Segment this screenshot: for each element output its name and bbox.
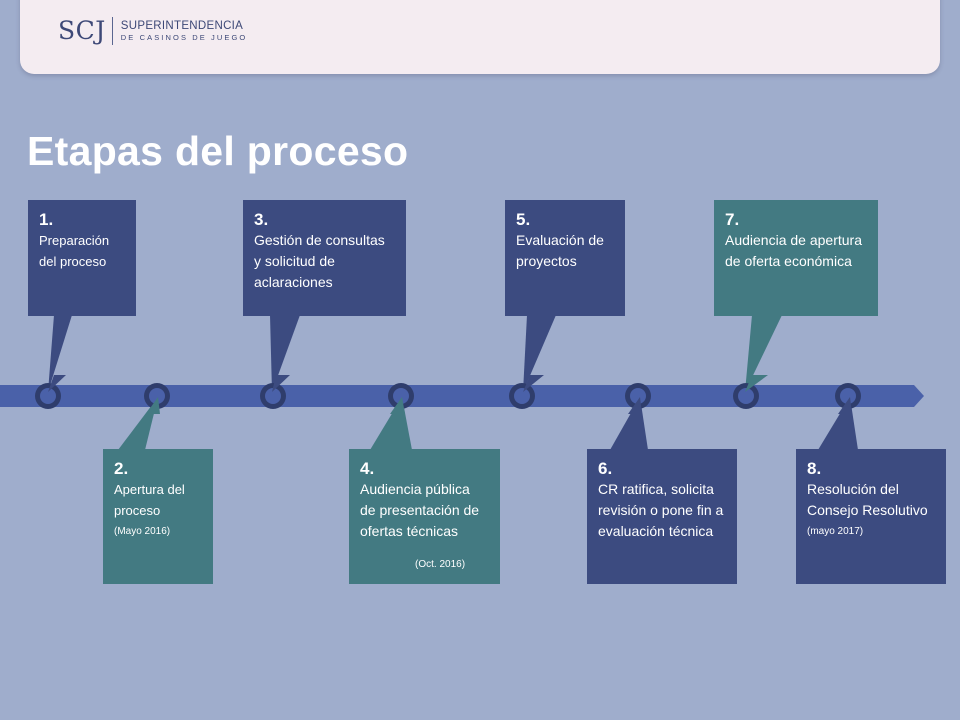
callout-pointer-2	[118, 397, 158, 450]
stage-number: 7.	[725, 210, 740, 229]
stage-text: Apertura del proceso	[114, 482, 185, 518]
logo-line1: SUPERINTENDENCIA	[120, 19, 244, 32]
stage-card-1: 1. Preparación del proceso	[28, 200, 136, 316]
timeline-node-7	[733, 383, 759, 409]
stage-number: 6.	[598, 459, 613, 478]
stage-card-7: 7. Audiencia de apertura de oferta econó…	[714, 200, 878, 316]
stage-text: Audiencia de apertura de oferta económic…	[725, 232, 862, 269]
callout-tip-7	[745, 375, 768, 392]
logo-line2: DE CASINOS DE JUEGO	[120, 32, 248, 42]
stage-text: Evaluación de proyectos	[516, 232, 604, 269]
callout-pointer-1	[48, 315, 72, 392]
callout-tip-3	[272, 375, 290, 392]
stage-number: 8.	[807, 459, 822, 478]
callout-pointer-3	[270, 315, 300, 392]
stage-card-2: 2. Apertura del proceso (Mayo 2016)	[103, 449, 213, 584]
timeline-node-3	[260, 383, 286, 409]
stage-card-8: 8. Resolución del Consejo Resolutivo (ma…	[796, 449, 946, 584]
stage-card-3: 3. Gestión de consultas y solicitud de a…	[243, 200, 406, 316]
header-bar: SCJ SUPERINTENDENCIA DE CASINOS DE JUEGO	[20, 0, 940, 74]
logo-text: SUPERINTENDENCIA DE CASINOS DE JUEGO	[121, 20, 248, 43]
logo-mark: SCJ	[58, 16, 106, 45]
stage-text: CR ratifica, solicita revisión o pone fi…	[598, 481, 724, 539]
stage-number: 4.	[360, 459, 375, 478]
callout-pointer-7	[745, 315, 782, 392]
callout-tip-8	[838, 397, 852, 414]
logo: SCJ SUPERINTENDENCIA DE CASINOS DE JUEGO	[58, 17, 247, 45]
callout-tip-6	[628, 397, 642, 414]
timeline-arrow	[0, 385, 924, 407]
stage-number: 2.	[114, 459, 129, 478]
logo-divider	[111, 17, 113, 45]
callout-tip-5	[523, 375, 544, 392]
callout-tip-2	[146, 397, 160, 414]
page-title: Etapas del proceso	[27, 128, 409, 174]
stage-text: Audiencia pública de presentación de ofe…	[360, 481, 480, 539]
callout-tip-1	[48, 375, 66, 392]
timeline-node-4	[388, 383, 414, 409]
timeline-node-2	[144, 383, 170, 409]
stage-card-5: 5. Evaluación de proyectos	[505, 200, 625, 316]
callout-pointer-5	[523, 315, 556, 392]
stage-number: 1.	[39, 210, 54, 229]
stage-text: Gestión de consultas y solicitud de acla…	[254, 232, 385, 290]
stage-note: (Mayo 2016)	[114, 526, 171, 537]
timeline-node-6	[625, 383, 651, 409]
stage-number: 3.	[254, 210, 269, 229]
stage-note: (mayo 2017)	[807, 526, 864, 537]
timeline-node-1	[35, 383, 61, 409]
stage-card-6: 6. CR ratifica, solicita revisión o pone…	[587, 449, 737, 584]
timeline-node-8	[835, 383, 861, 409]
stage-note: (Oct. 2016)	[415, 559, 466, 570]
timeline-node-5	[509, 383, 535, 409]
callout-tip-4	[390, 397, 405, 414]
stage-card-4: 4. Audiencia pública de presentación de …	[349, 449, 500, 584]
stage-text: Resolución del Consejo Resolutivo	[807, 481, 928, 518]
stage-text: Preparación del proceso	[39, 233, 110, 269]
stage-number: 5.	[516, 210, 531, 229]
